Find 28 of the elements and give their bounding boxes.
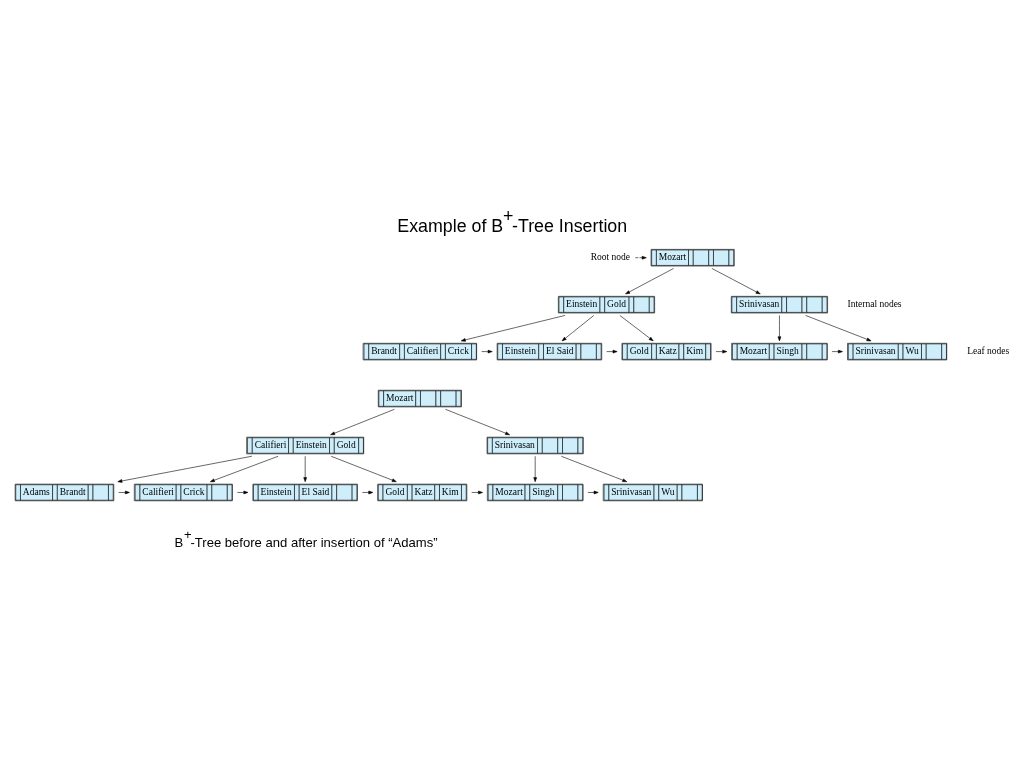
- arrow: [362, 490, 374, 495]
- arrow: [117, 455, 253, 483]
- arrow: [210, 455, 279, 483]
- arrow: [711, 268, 761, 295]
- arrow: [715, 349, 728, 354]
- arrow: [481, 349, 493, 354]
- arrow: [445, 409, 510, 436]
- arrow: [118, 490, 130, 495]
- arrow: [533, 455, 537, 483]
- arrow: [237, 490, 249, 495]
- arrow: [303, 455, 307, 483]
- arrow: [471, 490, 483, 495]
- label: Leaf nodes: [967, 345, 1010, 356]
- arrow: [777, 315, 782, 342]
- arrow: [561, 455, 628, 483]
- arrow: [587, 490, 599, 495]
- arrow: [619, 315, 654, 342]
- arrow: [330, 455, 397, 483]
- node-text: Root node: [590, 251, 631, 262]
- arrow: [330, 409, 395, 436]
- arrow: [606, 349, 618, 354]
- arrow: [831, 349, 843, 354]
- arrow: [625, 268, 674, 295]
- label: Internal nodes: [847, 298, 902, 309]
- arrow: [460, 315, 566, 342]
- arrow: [805, 315, 872, 342]
- arrow: [635, 255, 647, 260]
- arrow: [561, 315, 595, 342]
